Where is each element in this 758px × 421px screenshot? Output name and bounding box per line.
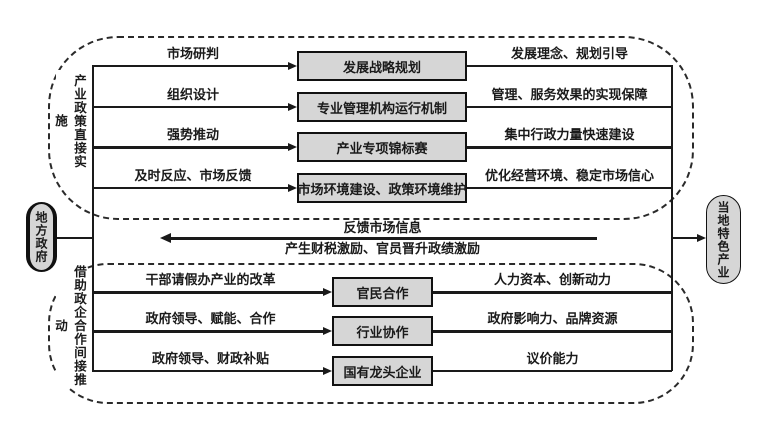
top-row4-left-line xyxy=(93,187,289,189)
local-specialty-industry-node: 当地特色产业 xyxy=(706,195,741,284)
local-specialty-industry-label: 当地特色产业 xyxy=(716,200,730,279)
indirect-cooperation-group-border xyxy=(48,263,694,404)
bottom-row1-outcome-label: 人力资本、创新动力 xyxy=(493,273,611,288)
bottom-row1-mechanism-box: 官民合作 xyxy=(332,277,433,307)
local-government-node: 地方政府 xyxy=(26,202,57,272)
top-row1-arrowhead-icon xyxy=(288,62,297,70)
top-row4-action-label: 及时反应、市场反馈 xyxy=(134,169,252,184)
top-group-side-label: 产业政策直接实施 xyxy=(53,70,87,172)
top-row3-left-line xyxy=(93,146,289,149)
right-spine-line xyxy=(671,65,673,371)
incentive-label: 产生财税激励、官员晋升政绩激励 xyxy=(284,242,480,257)
bottom-row3-left-line xyxy=(93,370,324,372)
top-row1-left-line xyxy=(93,65,289,67)
bottom-row1-action-label: 干部请假办产业的改革 xyxy=(145,273,276,288)
bottom-row2-left-line xyxy=(93,330,324,333)
top-row2-right-line xyxy=(467,106,672,108)
bottom-row2-outcome-label: 政府影响力、品牌资源 xyxy=(487,312,618,327)
top-row1-right-line xyxy=(467,65,672,67)
direct-policy-group-border xyxy=(48,36,694,220)
bottom-row1-right-line xyxy=(433,291,672,294)
top-row3-action-label: 强势推动 xyxy=(166,128,219,143)
top-row2-left-line xyxy=(93,106,289,108)
left-node-connector-line xyxy=(57,237,93,239)
bottom-row2-action-label: 政府领导、赋能、合作 xyxy=(145,312,276,327)
top-row3-outcome-label: 集中行政力量快速建设 xyxy=(504,128,635,143)
bottom-row1-left-line xyxy=(93,291,324,294)
bottom-row3-mechanism-box: 国有龙头企业 xyxy=(332,356,433,386)
local-government-label: 地方政府 xyxy=(34,211,48,263)
bottom-row3-right-line xyxy=(433,370,672,372)
bottom-row3-action-label: 政府领导、财政补贴 xyxy=(151,352,269,367)
top-row4-right-line xyxy=(467,187,672,189)
bottom-row2-arrowhead-icon xyxy=(323,327,332,335)
top-row4-mechanism-box: 市场环境建设、政策环境维护 xyxy=(297,173,467,203)
top-row3-right-line xyxy=(467,146,672,149)
bottom-row1-arrowhead-icon xyxy=(323,288,332,296)
right-node-connector-line xyxy=(672,237,698,239)
right-node-arrowhead-icon xyxy=(697,234,706,242)
top-row2-outcome-label: 管理、服务效果的实现保障 xyxy=(491,88,648,103)
bottom-row3-outcome-label: 议价能力 xyxy=(526,352,579,367)
top-row4-outcome-label: 优化经营环境、稳定市场信心 xyxy=(484,169,654,184)
bottom-group-side-label: 借助政企合作间接推动 xyxy=(53,264,87,388)
bottom-row3-arrowhead-icon xyxy=(323,367,332,375)
bottom-row2-mechanism-box: 行业协作 xyxy=(332,316,433,346)
top-row1-action-label: 市场研判 xyxy=(166,47,219,62)
bottom-row2-right-line xyxy=(433,330,672,333)
top-row4-arrowhead-icon xyxy=(288,184,297,192)
top-row3-arrowhead-icon xyxy=(288,143,297,151)
top-row1-outcome-label: 发展理念、规划引导 xyxy=(510,47,628,62)
left-spine-line xyxy=(92,65,94,372)
feedback-market-info-label: 反馈市场信息 xyxy=(343,221,422,236)
top-row2-arrowhead-icon xyxy=(288,103,297,111)
top-row3-mechanism-box: 产业专项锦标赛 xyxy=(297,132,467,162)
top-row1-mechanism-box: 发展战略规划 xyxy=(297,51,467,81)
feedback-arrow-line xyxy=(170,237,597,240)
top-row2-mechanism-box: 专业管理机构运行机制 xyxy=(297,92,467,122)
top-row2-action-label: 组织设计 xyxy=(166,88,219,103)
feedback-arrowhead-icon xyxy=(160,233,171,243)
